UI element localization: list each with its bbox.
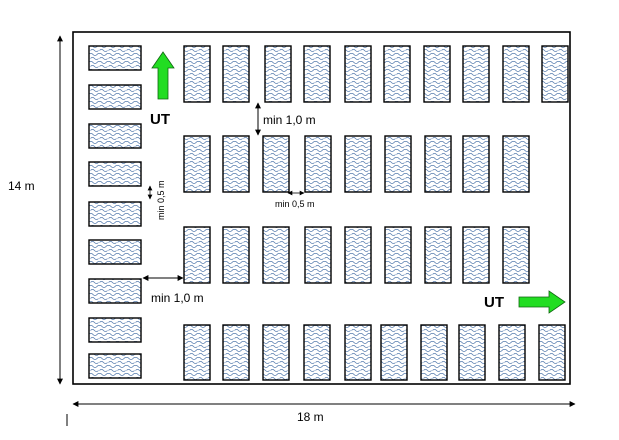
left-column-item-7 [88,278,142,304]
row-3-item-7 [424,226,452,284]
row-4-item-1 [183,324,211,381]
row-1-items [183,45,569,103]
row-1-item-6 [383,45,411,103]
left-column-item-9 [88,353,142,379]
exit-arrow-right-icon [518,290,566,314]
row-3-item-8 [462,226,490,284]
row-4-item-4 [303,324,331,381]
row-2-item-8 [462,135,490,193]
column-gap-label: min 0,5 m [156,180,166,220]
height-dimension-label: 14 m [8,179,35,193]
room-outline [72,31,571,385]
row-4-items [183,324,566,381]
row-2-item-4 [304,135,332,193]
row-3-item-2 [222,226,250,284]
row-2-item-9 [502,135,530,193]
row-1-item-8 [462,45,490,103]
row-1-item-1 [183,45,211,103]
left-column-item-6 [88,239,142,265]
row-1-item-4 [303,45,331,103]
row-4-item-6 [380,324,408,381]
row-1-item-9 [502,45,530,103]
exit-arrow-up-icon [151,51,175,100]
row-3-item-5 [344,226,372,284]
exit-label-up: UT [150,111,170,128]
row-2-item-1 [183,135,211,193]
row-3-item-3 [262,226,290,284]
row-2-item-7 [424,135,452,193]
aisle-vertical-label: min 1,0 m [263,113,316,127]
left-column-item-3 [88,123,142,149]
row-4-item-7 [420,324,448,381]
row-3-items [183,226,530,284]
row-2-item-5 [344,135,372,193]
row-1-item-5 [344,45,372,103]
row-4-item-10 [538,324,566,381]
row-gap-label: min 0,5 m [275,199,315,209]
aisle-horizontal-label: min 1,0 m [151,291,204,305]
row-3-item-4 [304,226,332,284]
row-2-items [183,135,530,193]
left-column-item-1 [88,45,142,71]
row-3-item-9 [502,226,530,284]
left-column-item-8 [88,317,142,343]
row-4-item-5 [344,324,372,381]
row-1-item-3 [264,45,292,103]
width-dimension-label: 18 m [297,410,324,424]
row-2-item-3 [262,135,290,193]
row-1-item-7 [423,45,451,103]
row-4-item-2 [222,324,250,381]
left-column-item-2 [88,84,142,110]
row-4-item-9 [498,324,526,381]
row-2-item-6 [384,135,412,193]
row-1-item-10 [541,45,569,103]
row-3-item-6 [384,226,412,284]
left-column-items [88,45,142,379]
row-1-item-2 [222,45,250,103]
left-column-item-4 [88,161,142,187]
row-4-item-8 [458,324,486,381]
row-2-item-2 [222,135,250,193]
row-3-item-1 [183,226,211,284]
left-column-item-5 [88,201,142,227]
exit-label-right: UT [484,294,504,311]
row-4-item-3 [262,324,290,381]
